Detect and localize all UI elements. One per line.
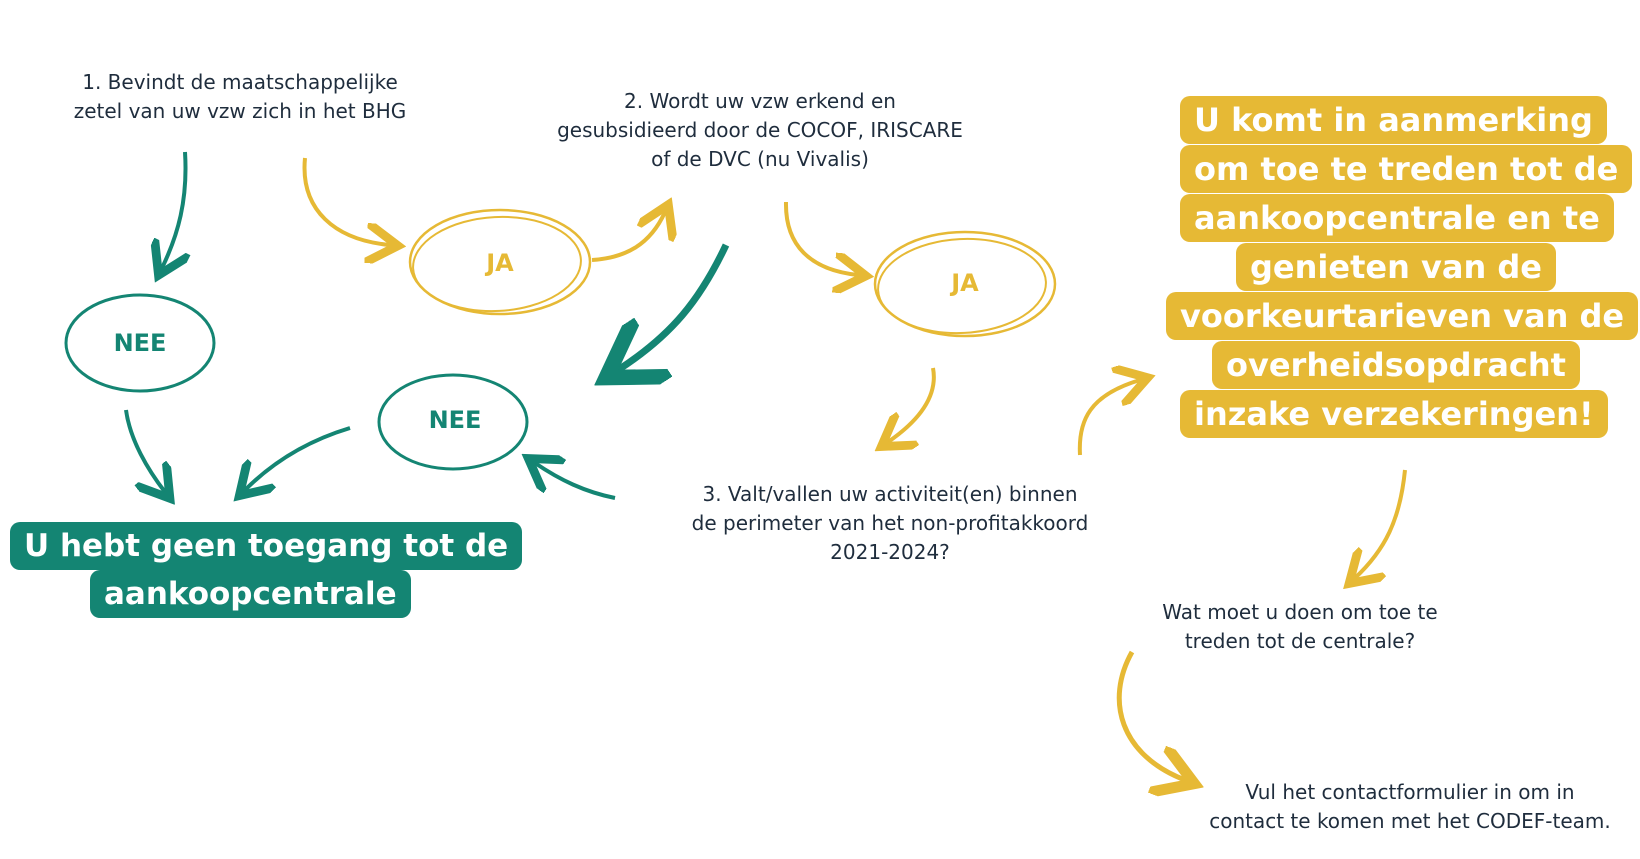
answer-ja-1: JA	[486, 249, 514, 277]
question-3: 3. Valt/vallen uw activiteit(en) binnen …	[680, 480, 1100, 567]
arrow-nee1-to-outcome	[124, 409, 165, 492]
outcome-eligible-line: overheidsopdracht	[1212, 341, 1580, 389]
arrow-q3-to-eligible	[1077, 380, 1140, 456]
arrow-q2-to-nee	[618, 243, 730, 370]
arrow-q2-to-ja	[783, 201, 858, 275]
question-2: 2. Wordt uw vzw erkend en gesubsidieerd …	[550, 87, 970, 174]
contact-line: Vul het contactformulier in om in	[1245, 780, 1575, 804]
question-2-line: gesubsidieerd door de COCOF, IRISCARE	[557, 118, 963, 142]
oval-ja-2	[873, 230, 1057, 338]
question-4-line: treden tot de centrale?	[1184, 629, 1416, 653]
outcome-eligible-line: U komt in aanmerking	[1180, 96, 1607, 144]
arrow-q1-to-ja	[302, 157, 390, 245]
question-2-line: 2. Wordt uw vzw erkend en	[624, 89, 896, 113]
outcome-no-access-line: U hebt geen toegang tot de	[10, 522, 523, 570]
oval-nee-2	[377, 373, 529, 471]
answer-nee-1: NEE	[113, 329, 167, 357]
question-1-line: zetel van uw vzw zich in het BHG	[73, 99, 407, 123]
question-3-line: 2021-2024?	[830, 540, 950, 564]
arrow-nee2-to-outcome	[245, 426, 351, 490]
answer-nee-2: NEE	[428, 406, 482, 434]
question-4-line: Wat moet u doen om toe te	[1162, 600, 1438, 624]
contact-instruction: Vul het contactformulier in om in contac…	[1200, 778, 1620, 836]
oval-nee-1	[64, 293, 216, 393]
arrow-q3-to-nee	[535, 463, 616, 500]
question-1: 1. Bevindt de maatschappelijke zetel van…	[60, 68, 420, 126]
question-2-line: of de DVC (nu Vivalis)	[651, 147, 869, 171]
arrow-ja-to-q2	[591, 212, 665, 262]
outcome-eligible-line: inzake verzekeringen!	[1180, 390, 1608, 438]
outcome-eligible-line: voorkeurtarieven van de	[1166, 292, 1639, 340]
oval-ja-1	[408, 208, 592, 316]
outcome-eligible-line: aankoopcentrale en te	[1180, 194, 1614, 242]
contact-line: contact te komen met het CODEF-team.	[1209, 809, 1611, 833]
arrow-q1-to-nee	[162, 151, 186, 268]
answer-ja-2: JA	[951, 269, 979, 297]
question-3-line: 3. Valt/vallen uw activiteit(en) binnen	[702, 482, 1078, 506]
arrow-eligible-to-q4	[1355, 469, 1407, 578]
question-3-line: de perimeter van het non-profitakkoord	[691, 511, 1089, 535]
outcome-eligible-line: genieten van de	[1236, 243, 1556, 291]
outcome-no-access-line: aankoopcentrale	[90, 570, 411, 618]
question-1-line: 1. Bevindt de maatschappelijke	[82, 70, 398, 94]
question-how-to-join: Wat moet u doen om toe te treden tot de …	[1140, 598, 1460, 656]
arrow-q4-to-q5	[1116, 650, 1185, 780]
outcome-eligible-line: om toe te treden tot de	[1180, 145, 1633, 193]
arrow-ja-to-q3	[888, 367, 936, 442]
